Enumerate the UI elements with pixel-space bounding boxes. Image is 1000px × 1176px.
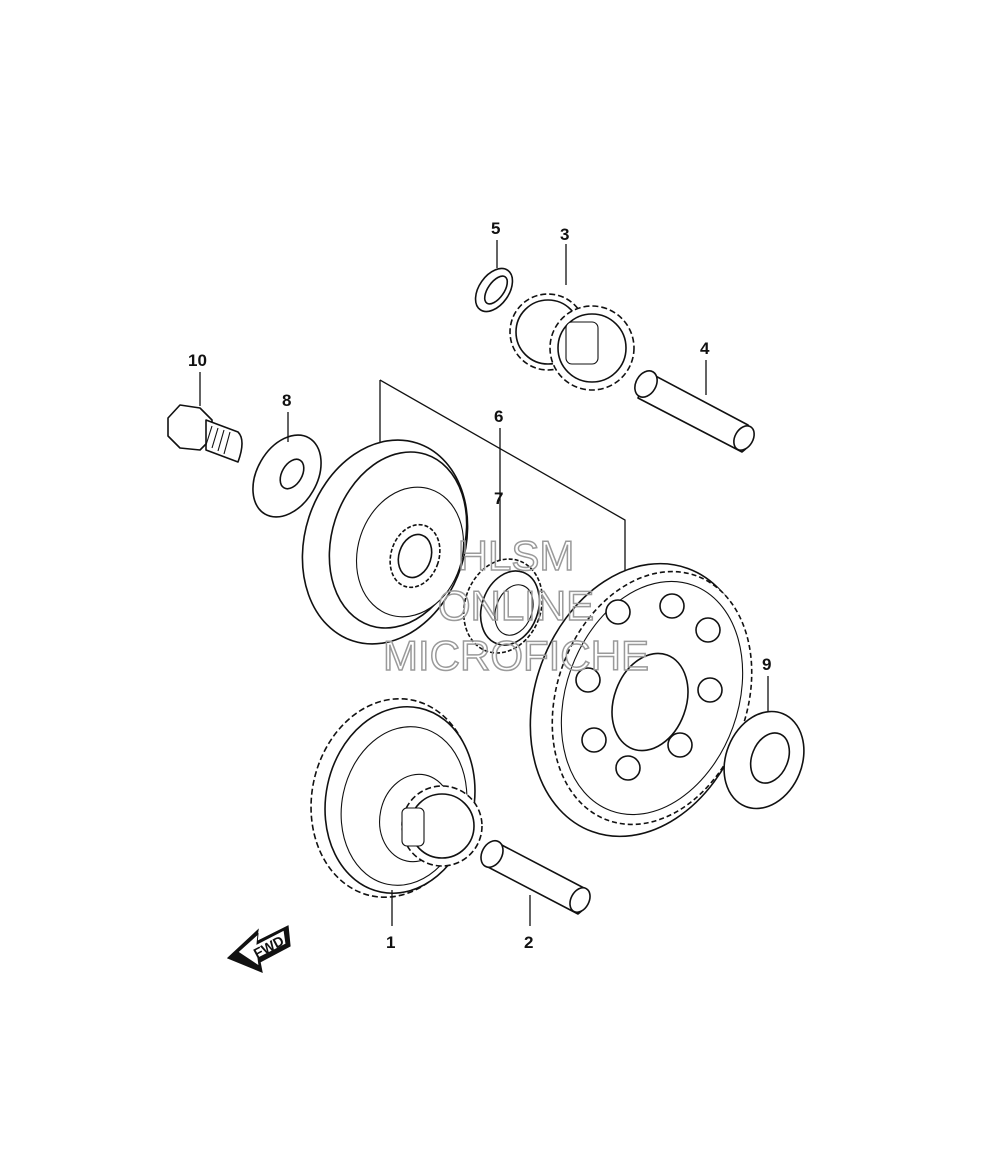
fwd-direction-arrow: FWD bbox=[226, 925, 291, 973]
watermark-line-2: ONLINE bbox=[438, 582, 594, 629]
part-6-7-needle-bearing[interactable] bbox=[451, 548, 555, 664]
watermark-line-3: MICROFICHE bbox=[383, 632, 649, 679]
part-1-starter-clutch-gear[interactable] bbox=[293, 684, 492, 913]
callout-5: 5 bbox=[491, 219, 500, 238]
part-4-shaft[interactable] bbox=[630, 367, 758, 454]
callout-1: 1 bbox=[386, 933, 395, 952]
assembly-bracket-diagonal bbox=[379, 379, 626, 575]
callout-3: 3 bbox=[560, 225, 569, 244]
watermark: HLSM ONLINE MICROFICHE bbox=[382, 531, 650, 680]
watermark-line-1: HLSM bbox=[458, 532, 575, 579]
callout-6: 6 bbox=[494, 407, 503, 426]
callout-2: 2 bbox=[524, 933, 533, 952]
part-2-shaft[interactable] bbox=[477, 837, 594, 916]
starter-clutch-housing[interactable] bbox=[277, 418, 493, 665]
callout-10: 10 bbox=[188, 351, 207, 370]
callout-4: 4 bbox=[700, 339, 710, 358]
part-10-bolt[interactable] bbox=[167, 404, 243, 463]
part-9-washer[interactable] bbox=[710, 699, 818, 820]
part-3-idler-gear[interactable] bbox=[509, 293, 635, 391]
starter-driven-gear[interactable] bbox=[493, 533, 786, 868]
part-8-washer[interactable] bbox=[239, 423, 335, 529]
callout-7: 7 bbox=[494, 489, 503, 508]
callout-8: 8 bbox=[282, 391, 291, 410]
callout-9: 9 bbox=[762, 655, 771, 674]
part-5-clip-ring[interactable] bbox=[468, 262, 520, 319]
